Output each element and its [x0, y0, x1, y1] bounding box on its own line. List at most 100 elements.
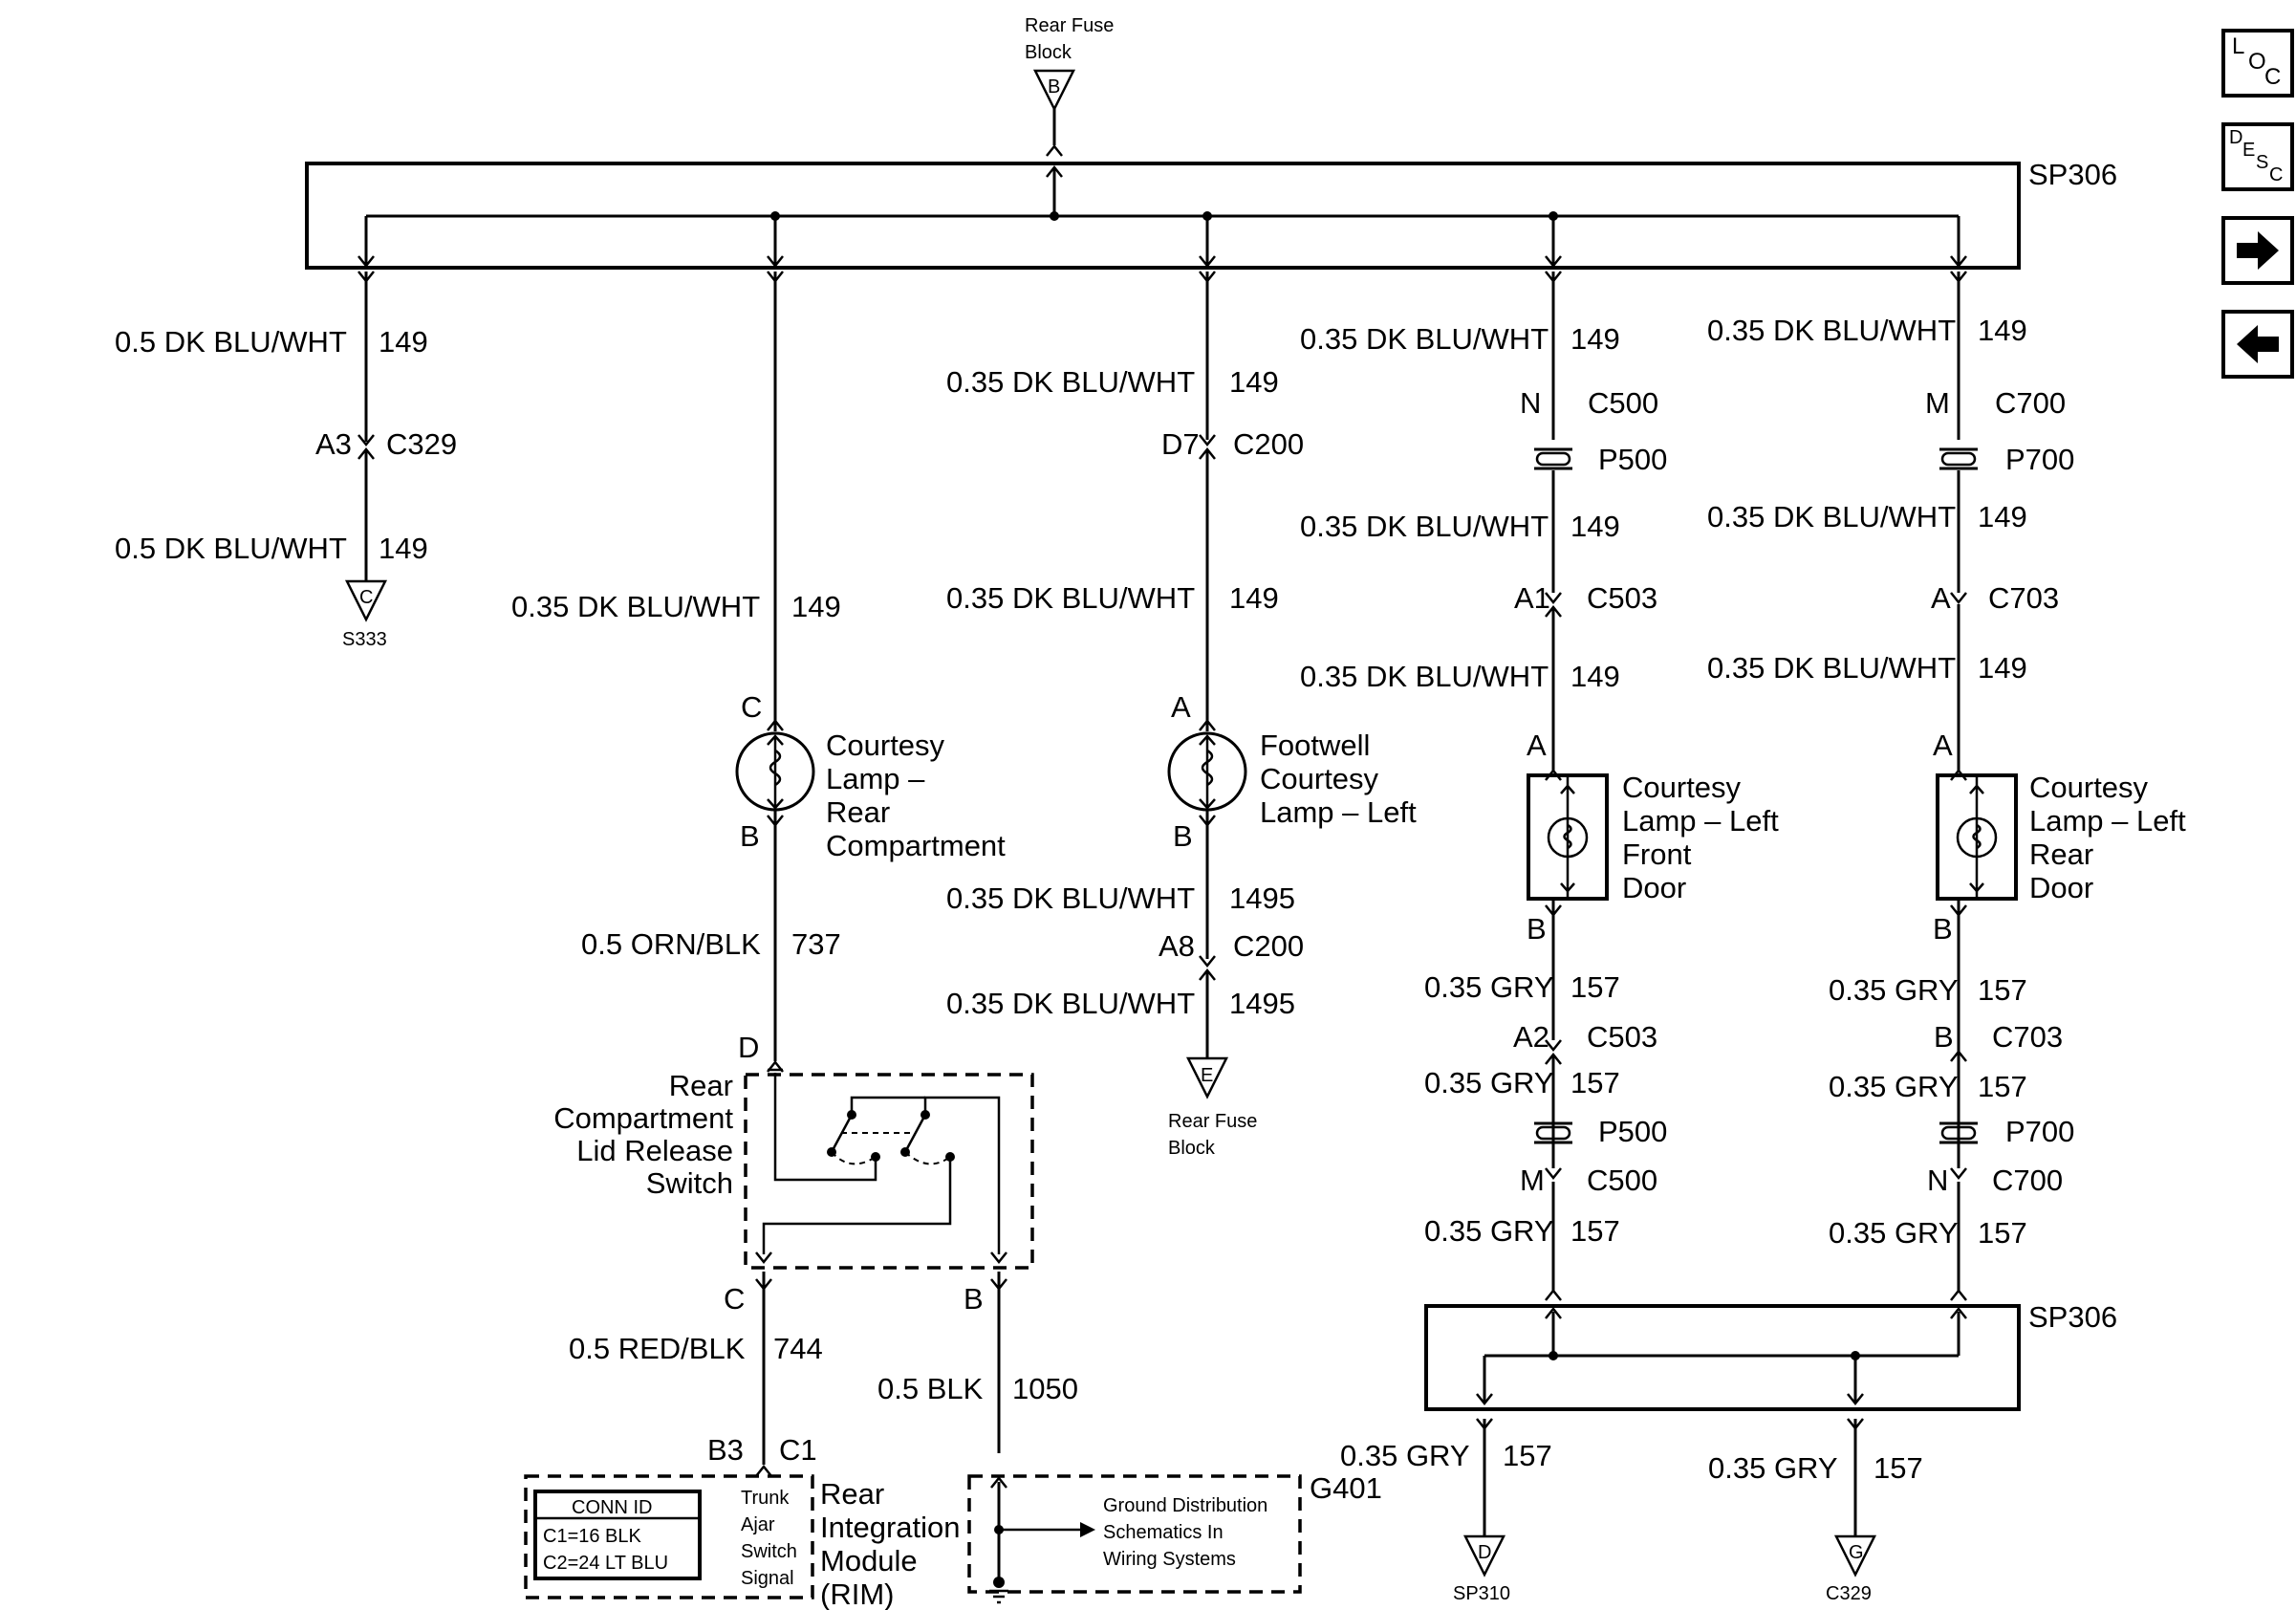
component-label: Compartment	[553, 1101, 733, 1135]
circuit-rear-door-lamp: 0.35 DK BLU/WHT 149 M C700 P700 0.35 DK …	[1707, 270, 2186, 1302]
terminal-pin: E	[1201, 1065, 1213, 1086]
lamp-icon	[735, 731, 815, 812]
circuit-footwell-lamp: 0.35 DK BLU/WHT 149 D7 C200 0.35 DK BLU/…	[946, 270, 1417, 1159]
wire-label: 0.35 DK BLU/WHT	[1707, 651, 1956, 685]
rear-compartment-lid-release-switch: Rear Compartment Lid Release Switch	[553, 1069, 1034, 1270]
component-label: Lid Release	[576, 1134, 733, 1167]
connector-label: C329	[386, 427, 457, 461]
desc-letter: E	[2242, 140, 2255, 161]
component-label: Door	[2029, 871, 2093, 904]
component-label: Lamp – Left	[2029, 804, 2186, 838]
terminal-label: Block	[1168, 1138, 1216, 1159]
signal-label: Signal	[741, 1568, 794, 1589]
circuit-number: 149	[791, 590, 841, 623]
connector-label: C500	[1587, 1164, 1657, 1197]
splice-sp306-bottom: SP306	[1424, 1300, 2117, 1411]
circuit-number: 157	[1570, 1066, 1620, 1099]
wire-label: 0.35 DK BLU/WHT	[946, 581, 1195, 615]
circuit-number: 157	[1874, 1451, 1923, 1485]
terminal-sp310: 0.35 GRY 157 D SP310	[1340, 1417, 1552, 1604]
arrow-left-icon	[2237, 325, 2279, 363]
component-label: Door	[1622, 871, 1686, 904]
pin-label: M	[1520, 1164, 1545, 1197]
pin-label: B3	[707, 1433, 744, 1467]
circuit-number: 149	[379, 532, 428, 565]
conn-id-row: C1=16 BLK	[543, 1526, 642, 1547]
wire-label: 0.35 GRY	[1829, 973, 1959, 1007]
pin-label: A	[1527, 729, 1547, 762]
ground-ref-arrow	[1080, 1522, 1095, 1537]
wire-label: 0.35 DK BLU/WHT	[946, 365, 1195, 399]
circuit-number: 149	[1978, 651, 2027, 685]
terminal-label: S333	[342, 629, 387, 650]
description-button[interactable]: D E S C	[2221, 122, 2294, 191]
p500-connector-lower	[1534, 1121, 1572, 1144]
circuit-number: 149	[1229, 365, 1279, 399]
circuit-number: 149	[1229, 581, 1279, 615]
signal-label: Switch	[741, 1541, 797, 1562]
wire-label: 0.35 DK BLU/WHT	[946, 881, 1195, 915]
wire-label: 0.35 GRY	[1829, 1070, 1959, 1103]
back-button[interactable]	[2221, 310, 2294, 379]
ground-note: Ground Distribution	[1103, 1495, 1267, 1516]
p700-connector	[1939, 447, 1978, 470]
circuit-number: 157	[1503, 1439, 1552, 1472]
wire-label: 0.35 GRY	[1424, 1066, 1554, 1099]
wire-label: 0.35 DK BLU/WHT	[1300, 322, 1549, 356]
wire-label: 0.35 GRY	[1424, 1214, 1554, 1248]
desc-letter: D	[2229, 127, 2242, 148]
forward-button[interactable]	[2221, 216, 2294, 285]
wire-label: 0.35 GRY	[1340, 1439, 1470, 1472]
desc-letter: S	[2256, 152, 2268, 173]
terminal-label: C329	[1826, 1583, 1872, 1604]
component-label: Courtesy	[1622, 771, 1742, 804]
wire-label: 0.5 BLK	[877, 1372, 984, 1405]
pin-label: A8	[1159, 929, 1195, 963]
terminal-label: SP310	[1453, 1583, 1510, 1604]
pin-label: C	[724, 1282, 745, 1316]
pin-label: C	[741, 690, 762, 724]
terminal-pin: C	[359, 587, 373, 608]
wire-label: 0.35 GRY	[1424, 970, 1554, 1004]
wire-label: 0.35 DK BLU/WHT	[1300, 660, 1549, 693]
circuit-number: 1495	[1229, 987, 1295, 1020]
wire-label: 0.35 DK BLU/WHT	[1300, 510, 1549, 543]
pin-label: A	[1171, 690, 1191, 724]
desc-letter: C	[2269, 164, 2283, 185]
circuit-number: 1050	[1012, 1372, 1078, 1405]
wire-label: 0.35 DK BLU/WHT	[511, 590, 760, 623]
circuit-number: 157	[1570, 970, 1620, 1004]
pin-label: B	[740, 819, 760, 853]
loc-letter: C	[2264, 64, 2281, 90]
component-label: Lamp – Left	[1260, 795, 1417, 829]
pin-label: C1	[779, 1433, 817, 1467]
circuit-number: 149	[1978, 314, 2027, 347]
wire-label: 0.5 DK BLU/WHT	[115, 325, 347, 359]
conn-id-title: CONN ID	[572, 1497, 652, 1518]
lamp-icon	[1956, 816, 1998, 859]
wire-label: 0.35 DK BLU/WHT	[1707, 500, 1956, 533]
arrow-right-icon	[2237, 231, 2279, 270]
wire-label: 0.35 DK BLU/WHT	[1707, 314, 1956, 347]
circuit-number: 157	[1978, 1070, 2027, 1103]
connector-label: P500	[1598, 1115, 1667, 1148]
location-button[interactable]: L O C	[2221, 29, 2294, 98]
circuit-number: 157	[1978, 973, 2027, 1007]
connector-label: C200	[1233, 427, 1304, 461]
loc-letter: L	[2232, 33, 2244, 59]
pin-label: B	[964, 1282, 984, 1316]
connector-label: C703	[1992, 1020, 2063, 1054]
component-label: Lamp – Left	[1622, 804, 1779, 838]
component-label: Rear	[820, 1477, 884, 1511]
circuit-number: 744	[773, 1332, 823, 1365]
component-label: Rear	[2029, 838, 2093, 871]
ground-note: Schematics In	[1103, 1522, 1224, 1543]
wire-label: 0.35 DK BLU/WHT	[946, 987, 1195, 1020]
pin-label: N	[1927, 1164, 1948, 1197]
wire-label: 0.5 ORN/BLK	[581, 927, 761, 961]
circuit-number: 149	[1570, 322, 1620, 356]
wire-label: 0.35 GRY	[1829, 1216, 1959, 1250]
ground-g401: G401 Ground Distribution Schematics In W…	[967, 1471, 1382, 1604]
wire-label: 0.5 RED/BLK	[569, 1332, 746, 1365]
